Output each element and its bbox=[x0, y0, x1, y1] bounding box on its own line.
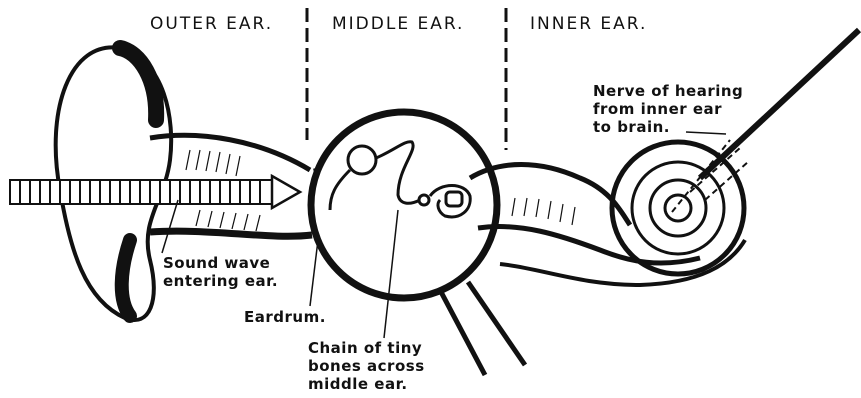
label-nerve-line-1: Nerve of hearing bbox=[593, 82, 743, 100]
sound-wave-arrowhead bbox=[272, 176, 300, 208]
pinna-lobe bbox=[122, 240, 130, 316]
label-sound-wave: Sound wave entering ear. bbox=[163, 254, 278, 290]
sound-wave bbox=[10, 176, 300, 208]
label-sound-wave-line-2: entering ear. bbox=[163, 272, 278, 290]
label-bones-line-1: Chain of tiny bbox=[308, 339, 425, 357]
eustachian-tube-2 bbox=[468, 282, 525, 365]
eustachian-tube bbox=[440, 290, 485, 375]
ear-canal-top bbox=[150, 135, 310, 170]
section-inner-ear: INNER EAR. bbox=[530, 14, 647, 34]
label-bones: Chain of tiny bones across middle ear. bbox=[308, 339, 425, 393]
label-eardrum: Eardrum. bbox=[244, 308, 326, 326]
label-bones-line-3: middle ear. bbox=[308, 375, 425, 393]
ear-canal-bottom bbox=[150, 231, 312, 236]
label-bones-line-2: bones across bbox=[308, 357, 425, 375]
label-nerve-line-2: from inner ear bbox=[593, 100, 743, 118]
label-sound-wave-line-1: Sound wave bbox=[163, 254, 278, 272]
section-outer-ear: OUTER EAR. bbox=[150, 14, 273, 34]
section-middle-ear: MIDDLE EAR. bbox=[332, 14, 464, 34]
label-nerve: Nerve of hearing from inner ear to brain… bbox=[593, 82, 743, 136]
label-nerve-line-3: to brain. bbox=[593, 118, 743, 136]
